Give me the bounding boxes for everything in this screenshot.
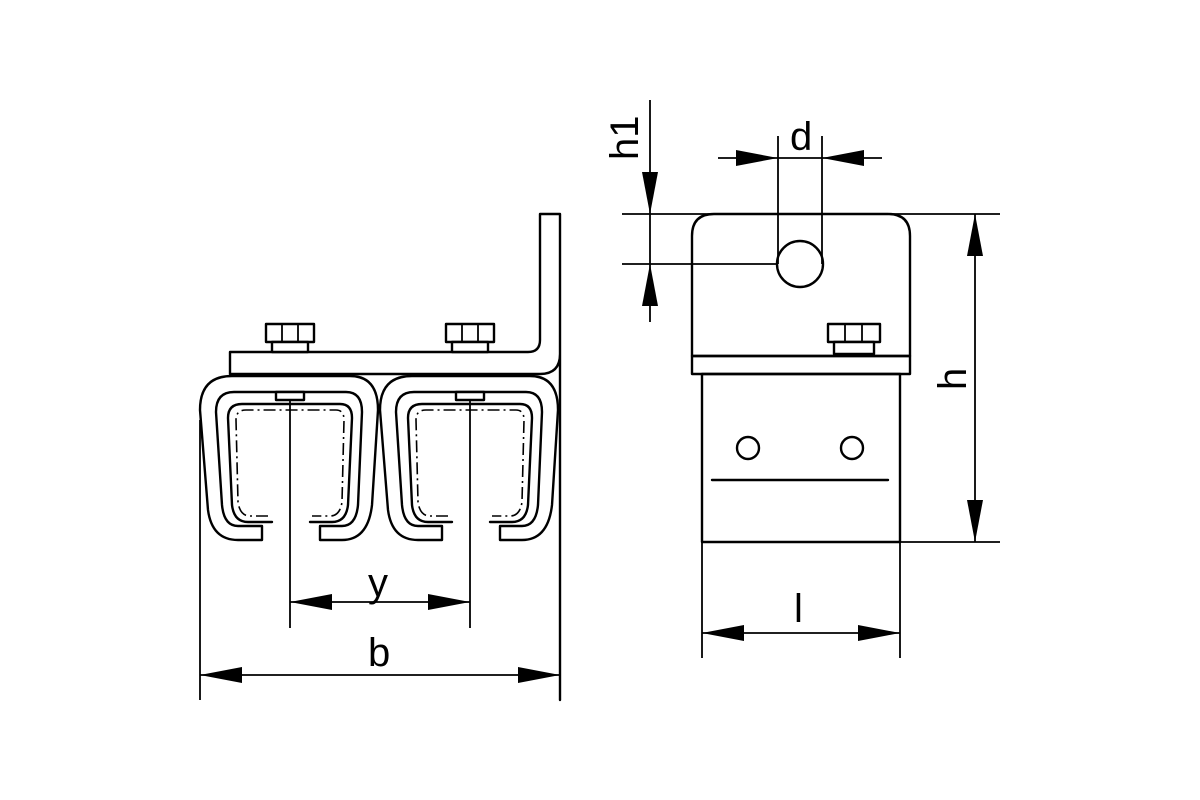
dim-label-y: y xyxy=(368,561,388,605)
dim-label-b: b xyxy=(368,631,390,675)
dim-label-h1: h1 xyxy=(603,116,647,161)
rivet-left xyxy=(735,435,761,461)
side-track-body xyxy=(700,372,902,544)
bolt-left xyxy=(264,322,316,354)
dimension-l: l xyxy=(702,587,900,641)
bolt-right xyxy=(444,322,496,354)
side-view: d h1 h l xyxy=(603,100,1000,658)
dimension-h: h xyxy=(931,214,983,542)
side-bolt xyxy=(826,322,882,356)
track-profile-right xyxy=(378,374,560,542)
dimension-y: y xyxy=(290,561,470,610)
dimension-h1: h1 xyxy=(603,100,658,322)
side-base-strip xyxy=(690,354,912,376)
dimension-b: b xyxy=(200,631,560,683)
track-profile-left xyxy=(198,374,380,542)
dim-label-l: l xyxy=(794,587,803,631)
rivet-right xyxy=(839,435,865,461)
dim-label-d: d xyxy=(790,115,812,159)
mounting-hole xyxy=(775,239,825,289)
mounting-plate xyxy=(228,212,562,702)
dimension-d: d xyxy=(718,115,882,166)
front-view: y b xyxy=(198,212,562,702)
dim-label-h: h xyxy=(931,368,975,390)
